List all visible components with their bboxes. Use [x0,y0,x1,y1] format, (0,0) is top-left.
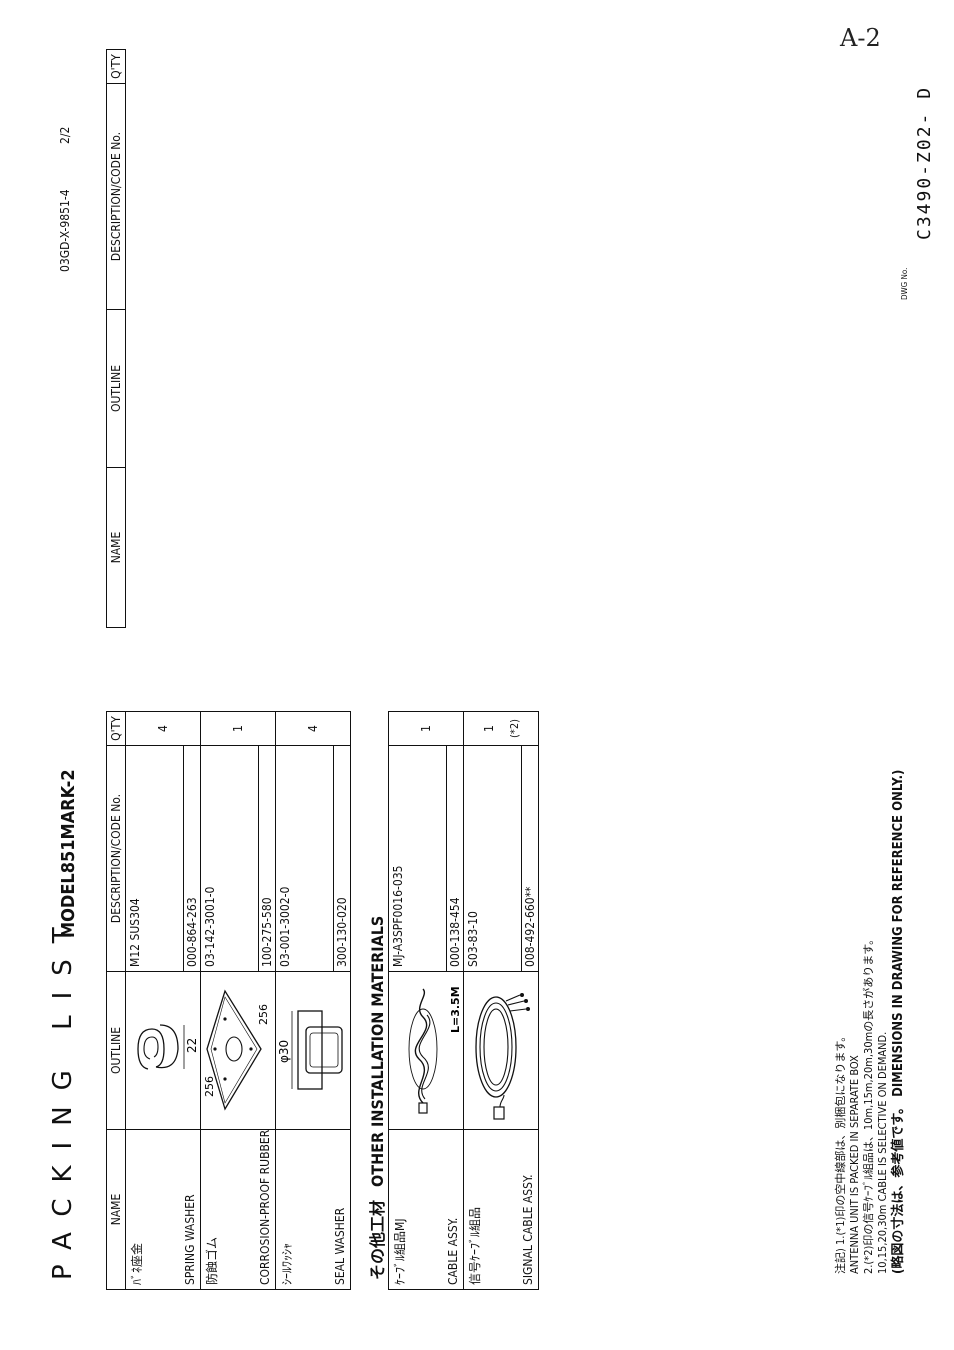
table-row: ｼｰﾙﾜｯｼｬ SEAL WASHER φ30 03-001-3002-0 [275,711,351,1290]
item-name-jp: ｼｰﾙﾜｯｼｬ [280,1242,294,1285]
table-row: 信号ｹｰﾌﾞﾙ組品 SIGNAL CABLE ASSY. [463,711,539,1290]
signal-cable-drawing [463,971,539,1130]
item-name-en: SIGNAL CABLE ASSY. [521,1174,535,1285]
item-name-cell: 防蝕ゴム CORROSION-PROOF RUBBER MAT [200,1129,276,1290]
col-header-description: DESCRIPTION/CODE No. [106,83,126,310]
item-description: MJ-A3SPF0016-035 [391,865,405,968]
dim-label: L=3.5M [449,986,462,1033]
item-code: 300-130-020 [333,746,350,971]
table-row: ｹｰﾌﾞﾙ組品MJ CABLE ASSY. L=3.5M MJ-A3SPF001… [388,711,464,1290]
item-qty: 4 [125,711,201,746]
dim-label: 256 [257,1004,270,1025]
item-qty: 4 [275,711,351,746]
item-description-cell: 03-001-3002-0 300-130-020 [275,745,351,972]
item-qty-note: (*2) [507,719,521,738]
rubber-mat-drawing: 256 256 [200,971,276,1130]
item-code: 100-275-580 [258,746,275,971]
item-name-en: SPRING WASHER [183,1194,197,1285]
note-line: 2.(*2)印の信号ｹｰﾌﾞﾙ組品は、10m,15m,20m,30mの長さがあり… [862,933,875,1274]
item-description: M12 SUS304 [128,898,142,967]
table-header-row: NAME OUTLINE DESCRIPTION/CODE No. Q'TY [106,711,126,1290]
item-description: 03-001-3002-0 [278,886,292,967]
col-header-description: DESCRIPTION/CODE No. [106,745,126,972]
note-line: ANTENNA UNIT IS PACKED IN SEPARATE BOX [848,1055,861,1274]
page-number: 2/2 [58,126,72,144]
dim-label: 256 [203,1076,216,1097]
item-description-cell: S03-83-10 008-492-660** [463,745,539,972]
note-line: 注記) 1.(*1)印の空中線部は、別梱包になります。 [834,1030,847,1274]
page-title: PACKING LIST [48,911,78,1280]
table-header-row: NAME OUTLINE DESCRIPTION/CODE No. Q'TY [106,49,126,628]
col-header-qty: Q'TY [106,49,126,84]
note-line: 10,15,20,30m CABLE IS SELECTIVE ON DEMAN… [876,1031,889,1274]
item-description-cell: 03-142-3001-0 100-275-580 [200,745,276,972]
packing-table: NAME OUTLINE DESCRIPTION/CODE No. Q'TY ﾊ… [106,711,351,1290]
empty-packing-table: NAME OUTLINE DESCRIPTION/CODE No. Q'TY [106,49,126,628]
col-header-name: NAME [106,467,126,628]
other-materials-title-en: OTHER INSTALLATION MATERIALS [368,915,387,1187]
notes-block: 注記) 1.(*1)印の空中線部は、別梱包になります。 ANTENNA UNIT… [834,770,906,1274]
col-header-qty: Q'TY [106,711,126,746]
item-code: 000-864-263 [183,746,200,971]
cable-assy-drawing: L=3.5M [388,971,464,1130]
item-name-cell: ﾊﾞﾈ座金 SPRING WASHER [125,1129,201,1290]
dwg-label: DWG No. [900,267,909,300]
item-code: 008-492-660** [521,746,538,971]
table-row: 防蝕ゴム CORROSION-PROOF RUBBER MAT 256 256 [200,711,276,1290]
item-name-cell: ｹｰﾌﾞﾙ組品MJ CABLE ASSY. [388,1129,464,1290]
item-name-cell: 信号ｹｰﾌﾞﾙ組品 SIGNAL CABLE ASSY. [463,1129,539,1290]
reference-note: (略図の寸法は、参考値です。 DIMENSIONS IN DRAWING FOR… [891,769,906,1274]
seal-washer-drawing: φ30 [275,971,351,1130]
item-qty: 1 [200,711,276,746]
item-qty: 1 [481,725,496,732]
item-description-cell: MJ-A3SPF0016-035 000-138-454 [388,745,464,972]
col-header-name: NAME [106,1129,126,1290]
item-description: 03-142-3001-0 [203,886,217,967]
handwritten-page-mark: A-2 [840,24,881,52]
table-row: ﾊﾞﾈ座金 SPRING WASHER 22 M12 SUS304 [125,711,201,1290]
item-name-jp: 防蝕ゴム [205,1236,219,1285]
item-description-cell: M12 SUS304 000-864-263 [125,745,201,972]
item-code: 000-138-454 [446,746,463,971]
item-qty-cell: 1 (*2) [463,711,539,746]
dim-label: 22 [185,1038,199,1053]
item-name-en: CABLE ASSY. [446,1217,460,1285]
dim-label: φ30 [277,1040,291,1063]
item-qty: 1 [388,711,464,746]
item-name-en: CORROSION-PROOF RUBBER MAT [258,1129,272,1286]
spring-washer-drawing: 22 [125,971,201,1130]
item-name-jp: 信号ｹｰﾌﾞﾙ組品 [468,1206,482,1285]
model-name: MODEL851MARK-2 [58,769,79,938]
document-number: 03GD-X-9851-4 [58,189,72,272]
other-materials-title-jp: その他工材 [368,1199,387,1280]
item-description: S03-83-10 [466,911,480,967]
item-name-cell: ｼｰﾙﾜｯｼｬ SEAL WASHER [275,1129,351,1290]
dwg-number: C3490-Z02- D [914,85,935,240]
other-materials-table: ｹｰﾌﾞﾙ組品MJ CABLE ASSY. L=3.5M MJ-A3SPF001… [388,711,539,1290]
item-name-jp: ﾊﾞﾈ座金 [130,1242,144,1285]
col-header-outline: OUTLINE [106,971,126,1130]
item-name-en: SEAL WASHER [333,1207,347,1285]
col-header-outline: OUTLINE [106,309,126,468]
item-name-jp: ｹｰﾌﾞﾙ組品MJ [393,1218,407,1286]
other-materials-heading: その他工材 OTHER INSTALLATION MATERIALS [364,916,388,1280]
